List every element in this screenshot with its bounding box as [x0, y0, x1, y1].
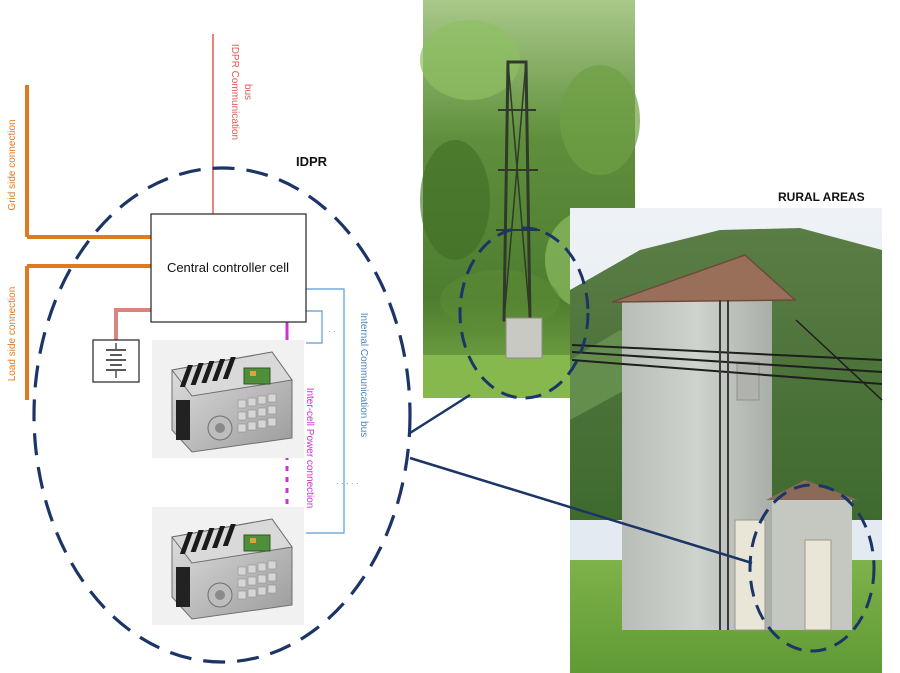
- load-side-wire: [25, 264, 152, 400]
- battery-icon: [92, 339, 140, 383]
- central-controller-label: Central controller cell: [167, 260, 289, 275]
- central-controller-cell-box: [150, 213, 307, 323]
- inter-cell-power-label: Inter-cell Power connection: [304, 388, 315, 509]
- power-cell-module-icon: [152, 507, 304, 625]
- internal-comm-label: Internal Communication bus: [358, 313, 369, 438]
- rural-areas-label: RURAL AREAS: [778, 190, 865, 204]
- grid-side-wire: [25, 85, 152, 239]
- load-side-label: Load side connection: [7, 287, 18, 382]
- power-cell-module-icon: [152, 340, 304, 458]
- idpr-label: IDPR: [296, 154, 328, 169]
- idpr-comm-label-group: IDPR Communication bus: [229, 44, 253, 140]
- rural-substation-building-photo: [570, 208, 883, 673]
- internal-communication-bus-line: . . . . . . .: [306, 288, 359, 534]
- connector-to-substation: [409, 456, 753, 565]
- substation-highlight-ellipse: [748, 483, 876, 653]
- connector-to-pylon: [409, 393, 471, 435]
- pylon-highlight-ellipse: [458, 226, 590, 400]
- svg-text:. . . . .: . . . . .: [336, 476, 359, 486]
- battery-wire: [114, 308, 152, 342]
- idpr-comm-label-line1: IDPR Communication: [229, 44, 240, 140]
- svg-text:. .: . .: [328, 324, 336, 334]
- idpr-boundary-ellipse: [32, 166, 412, 664]
- grid-side-label: Grid side connection: [7, 119, 18, 210]
- idpr-comm-label-line2: bus: [242, 84, 253, 100]
